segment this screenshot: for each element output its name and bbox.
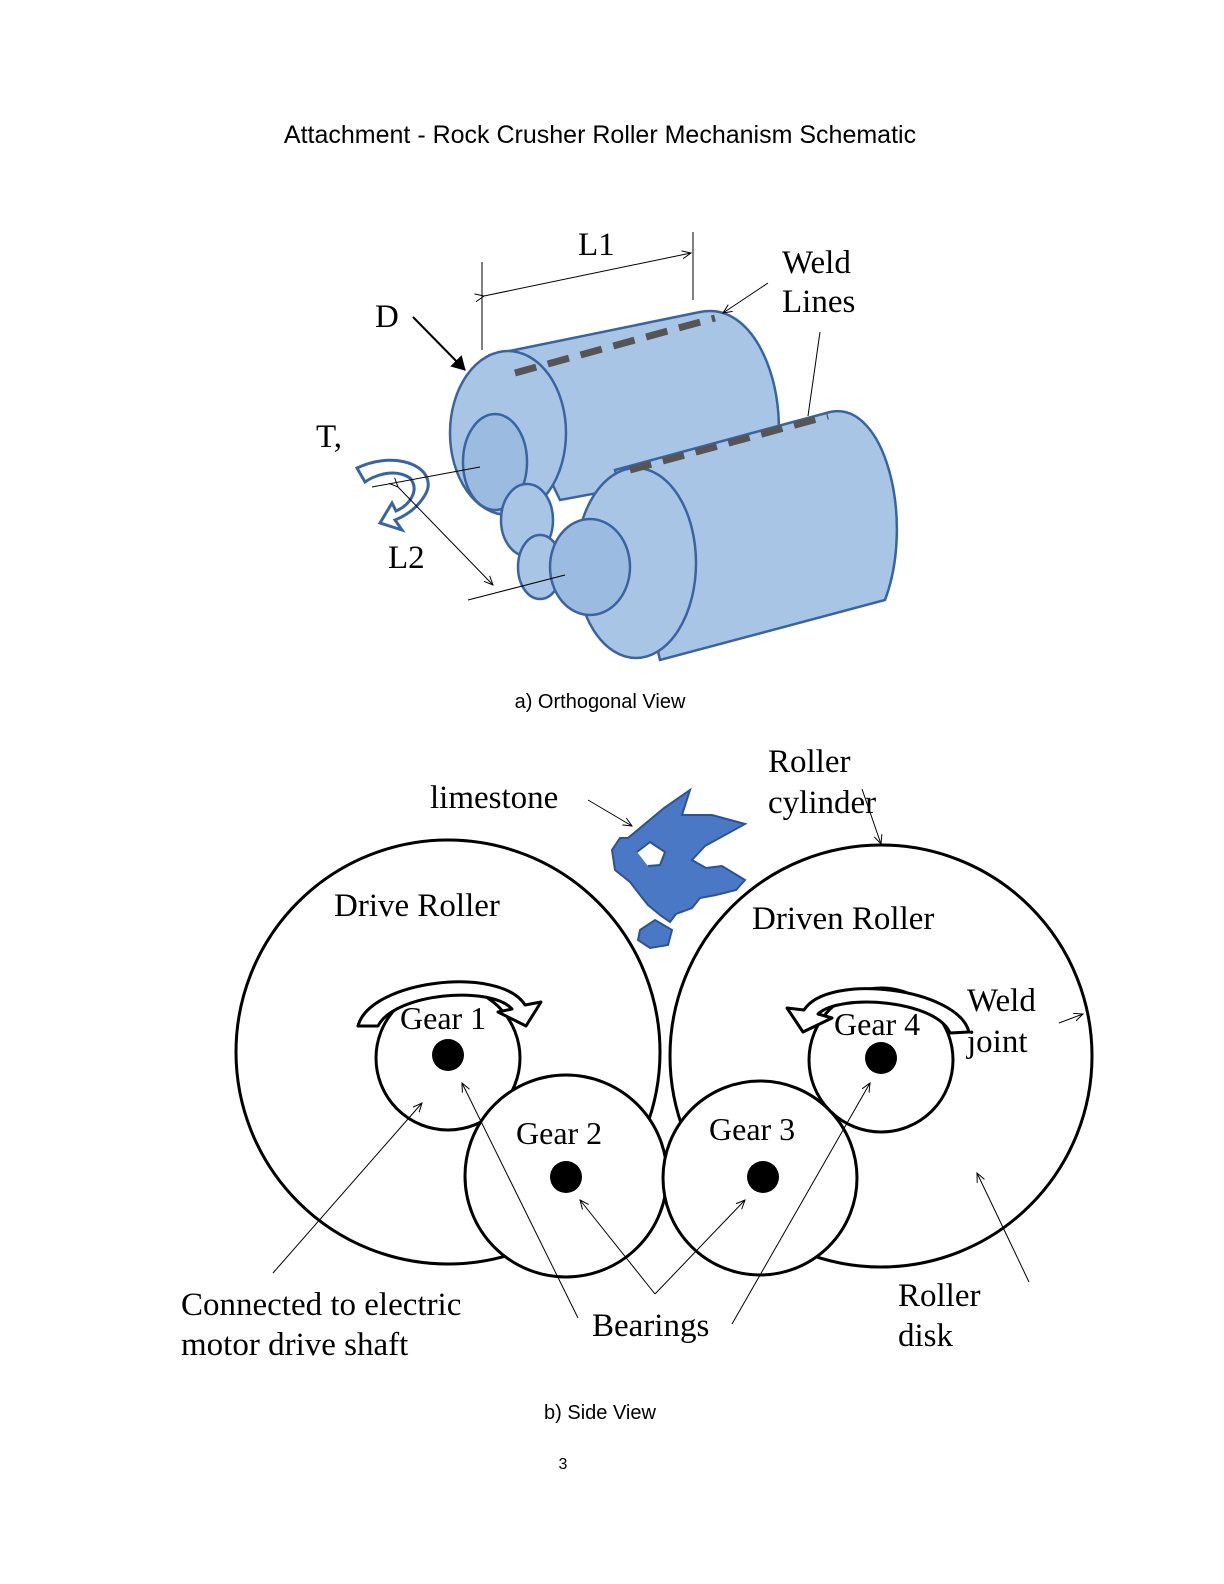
label-roller-cylinder-2: cylinder bbox=[768, 785, 876, 821]
bearings-leader-gear-2 bbox=[580, 1200, 656, 1295]
counterclockwise-arrow-icon bbox=[785, 987, 971, 1035]
l1-dimension-line bbox=[484, 253, 691, 296]
bearings-leader-gear-1 bbox=[462, 1083, 579, 1319]
bearings-leader-gear-3 bbox=[654, 1200, 745, 1295]
label-drive-roller: Drive Roller bbox=[334, 888, 500, 924]
bearing-gear-3 bbox=[747, 1161, 779, 1193]
limestone-leader bbox=[587, 799, 632, 826]
l2-dimension-line bbox=[398, 487, 493, 585]
clockwise-arrow-icon bbox=[356, 980, 543, 1028]
bearing-gear-1 bbox=[432, 1039, 464, 1071]
caption-side-view: b) Side View bbox=[544, 1402, 656, 1424]
side-view: limestone Roller cylinder Drive Roller D… bbox=[181, 744, 1094, 1424]
label-t: T, bbox=[316, 419, 342, 455]
label-weld-lines-2: Lines bbox=[782, 284, 855, 320]
label-roller-disk-1: Roller bbox=[898, 1278, 980, 1314]
label-roller-cylinder-1: Roller bbox=[768, 744, 850, 780]
label-roller-disk-2: disk bbox=[898, 1318, 954, 1354]
weld-joint-leader bbox=[1058, 1014, 1083, 1024]
roller-cylinder-leader bbox=[861, 788, 881, 844]
label-weld-joint-1: Weld bbox=[967, 983, 1036, 1019]
label-l1: L1 bbox=[578, 227, 615, 263]
label-connected-2: motor drive shaft bbox=[181, 1327, 408, 1363]
l2-extension-bottom bbox=[467, 574, 566, 601]
label-gear-3: Gear 3 bbox=[709, 1111, 795, 1147]
label-gear-4: Gear 4 bbox=[834, 1006, 920, 1042]
roller-disk-leader bbox=[977, 1173, 1030, 1283]
front-roller-cylinder bbox=[516, 409, 899, 662]
label-limestone: limestone bbox=[430, 780, 558, 816]
weld-leader-rear bbox=[723, 282, 769, 313]
bearing-gear-4 bbox=[865, 1042, 897, 1074]
label-bearings: Bearings bbox=[592, 1308, 709, 1344]
bearings-leader-gear-4 bbox=[731, 1083, 870, 1325]
label-l2: L2 bbox=[388, 540, 425, 576]
label-d: D bbox=[375, 299, 399, 335]
label-gear-2: Gear 2 bbox=[516, 1115, 602, 1151]
caption-orthogonal-view: a) Orthogonal View bbox=[515, 691, 686, 713]
label-gear-1: Gear 1 bbox=[400, 1000, 486, 1036]
orthogonal-view: L1 D Weld Lines T, L2 a) Orthogonal View bbox=[316, 227, 899, 713]
weld-line-rear bbox=[514, 314, 716, 377]
label-weld-joint-2: joint bbox=[966, 1024, 1028, 1060]
d-pointer-arrow bbox=[412, 316, 466, 371]
bearing-gear-2 bbox=[550, 1161, 582, 1193]
page-number: 3 bbox=[559, 1456, 568, 1473]
weld-leader-front bbox=[807, 331, 821, 417]
limestone-rock bbox=[610, 787, 748, 950]
motor-shaft-leader bbox=[272, 1103, 422, 1274]
label-connected-1: Connected to electric bbox=[181, 1287, 461, 1323]
page-title: Attachment - Rock Crusher Roller Mechani… bbox=[284, 121, 916, 149]
label-driven-roller: Driven Roller bbox=[752, 901, 934, 937]
torque-arrow-icon bbox=[354, 458, 430, 533]
weld-line-front bbox=[629, 412, 829, 474]
label-weld-lines-1: Weld bbox=[782, 245, 851, 281]
